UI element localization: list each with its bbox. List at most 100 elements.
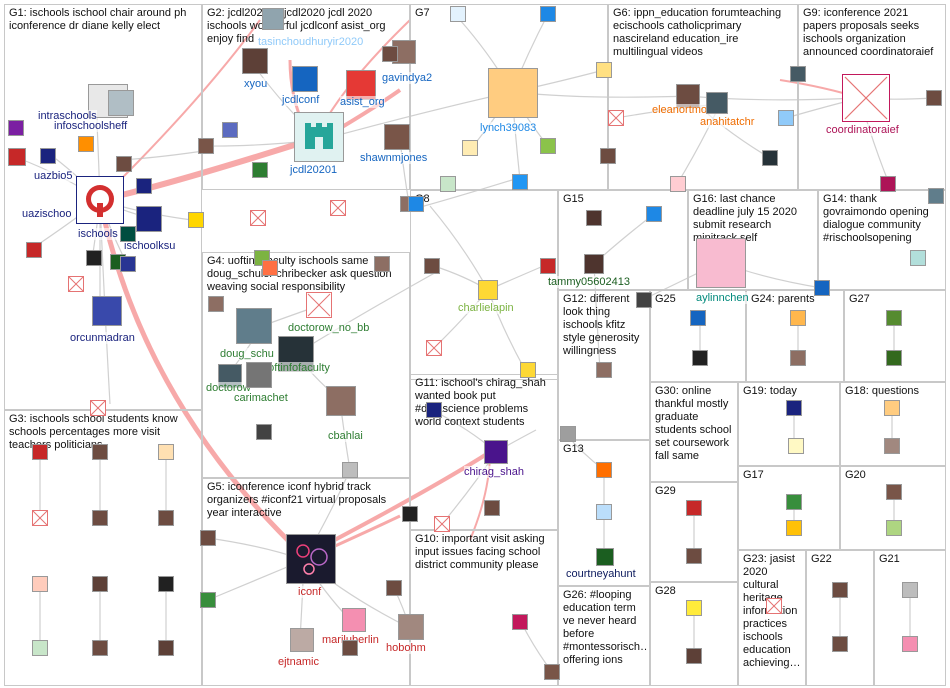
avatar-icon[interactable] [326,386,356,416]
node-label-coordinatoraief[interactable]: coordinatoraief [826,124,899,136]
ischools-logo-icon[interactable] [76,176,124,224]
node-label-uoftinfofaculty[interactable]: uoftinfofaculty [262,362,330,374]
node-label-ejtnamic[interactable]: ejtnamic [278,656,319,668]
avatar-thumbnail-icon[interactable] [886,350,902,366]
avatar-icon[interactable] [478,280,498,300]
avatar-thumbnail-icon[interactable] [540,258,556,274]
avatar-icon[interactable] [8,148,26,166]
node-label-chirag_shah[interactable]: chirag_shah [464,466,524,478]
avatar-thumbnail-icon[interactable] [26,242,42,258]
avatar-thumbnail-icon[interactable] [926,90,942,106]
avatar-thumbnail-icon[interactable] [32,640,48,656]
node-label-infoschoolsheff[interactable]: infoschoolsheff [54,120,128,132]
avatar-thumbnail-icon[interactable] [92,510,108,526]
avatar-icon[interactable] [290,628,314,652]
node-label-jcdlconf[interactable]: jcdlconf [282,94,320,106]
node-label-shawnmjones[interactable]: shawnmjones [360,152,428,164]
avatar-thumbnail-icon[interactable] [426,340,442,356]
avatar-thumbnail-icon[interactable] [222,122,238,138]
avatar-thumbnail-icon[interactable] [832,582,848,598]
avatar-thumbnail-icon[interactable] [788,438,804,454]
avatar-thumbnail-icon[interactable] [158,510,174,526]
avatar-thumbnail-icon[interactable] [120,256,136,272]
avatar-thumbnail-icon[interactable] [596,504,612,520]
avatar-thumbnail-icon[interactable] [544,664,560,680]
avatar-thumbnail-icon[interactable] [386,580,402,596]
avatar-icon[interactable] [488,68,538,118]
node-label-orcunmadran[interactable]: orcunmadran [70,332,135,344]
avatar-thumbnail-icon[interactable] [120,226,136,242]
avatar-thumbnail-icon[interactable] [342,640,358,656]
avatar-icon[interactable] [384,124,410,150]
node-label-courtneyahunt[interactable]: courtneyahunt [566,568,636,580]
avatar-thumbnail-icon[interactable] [686,600,702,616]
avatar-thumbnail-icon[interactable] [512,614,528,630]
avatar-thumbnail-icon[interactable] [832,636,848,652]
avatar-thumbnail-icon[interactable] [92,640,108,656]
avatar-icon[interactable] [136,206,162,232]
avatar-thumbnail-icon[interactable] [886,484,902,500]
missing-image-icon[interactable] [842,74,890,122]
avatar-icon[interactable] [696,238,746,288]
avatar-thumbnail-icon[interactable] [596,62,612,78]
avatar-thumbnail-icon[interactable] [252,162,268,178]
avatar-thumbnail-icon[interactable] [32,576,48,592]
avatar-thumbnail-icon[interactable] [886,310,902,326]
node-label-carimachet[interactable]: carimachet [234,392,288,404]
avatar-thumbnail-icon[interactable] [596,362,612,378]
avatar-thumbnail-icon[interactable] [92,576,108,592]
avatar-icon[interactable] [342,608,366,632]
node-label-uazischool[interactable]: uazischoo [22,208,72,220]
avatar-thumbnail-icon[interactable] [208,296,224,312]
avatar-thumbnail-icon[interactable] [86,250,102,266]
avatar-icon[interactable] [40,148,56,164]
avatar-thumbnail-icon[interactable] [886,520,902,536]
avatar-thumbnail-icon[interactable] [382,46,398,62]
node-label-uazbio5[interactable]: uazbio5 [34,170,73,182]
node-label-cbahlai[interactable]: cbahlai [328,430,363,442]
avatar-thumbnail-icon[interactable] [520,362,536,378]
node-label-ischools[interactable]: ischools [78,228,118,240]
avatar-thumbnail-icon[interactable] [786,520,802,536]
avatar-icon[interactable] [262,8,284,30]
avatar-icon[interactable] [484,440,508,464]
avatar-thumbnail-icon[interactable] [116,156,132,172]
avatar-thumbnail-icon[interactable] [426,402,442,418]
avatar-thumbnail-icon[interactable] [250,210,266,226]
avatar-icon[interactable] [108,90,134,116]
iconference-fireworks-icon[interactable] [286,534,336,584]
avatar-thumbnail-icon[interactable] [512,174,528,190]
avatar-thumbnail-icon[interactable] [646,206,662,222]
avatar-thumbnail-icon[interactable] [8,120,24,136]
avatar-thumbnail-icon[interactable] [636,292,652,308]
node-label-charlielapin[interactable]: charlielapin [458,302,514,314]
avatar-icon[interactable] [398,614,424,640]
node-label-doctorow[interactable]: doctorow [206,382,251,394]
jcdl-2020-logo-icon[interactable] [294,112,344,162]
avatar-thumbnail-icon[interactable] [686,500,702,516]
avatar-thumbnail-icon[interactable] [884,438,900,454]
avatar-thumbnail-icon[interactable] [402,506,418,522]
avatar-thumbnail-icon[interactable] [790,310,806,326]
avatar-thumbnail-icon[interactable] [68,276,84,292]
avatar-thumbnail-icon[interactable] [158,576,174,592]
avatar-thumbnail-icon[interactable] [32,444,48,460]
avatar-thumbnail-icon[interactable] [586,210,602,226]
avatar-thumbnail-icon[interactable] [670,176,686,192]
node-label-hobohm[interactable]: hobohm [386,642,426,654]
avatar-thumbnail-icon[interactable] [450,6,466,22]
node-label-xyou[interactable]: xyou [244,78,268,90]
avatar-thumbnail-icon[interactable] [198,138,214,154]
avatar-icon[interactable] [92,296,122,326]
avatar-icon[interactable] [292,66,318,92]
avatar-thumbnail-icon[interactable] [440,176,456,192]
avatar-thumbnail-icon[interactable] [158,640,174,656]
node-label-gavindya2[interactable]: gavindya2 [382,72,433,84]
avatar-thumbnail-icon[interactable] [540,6,556,22]
avatar-icon[interactable] [706,92,728,114]
avatar-thumbnail-icon[interactable] [814,280,830,296]
avatar-thumbnail-icon[interactable] [884,400,900,416]
avatar-thumbnail-icon[interactable] [786,494,802,510]
avatar-thumbnail-icon[interactable] [32,510,48,526]
avatar-thumbnail-icon[interactable] [78,136,94,152]
